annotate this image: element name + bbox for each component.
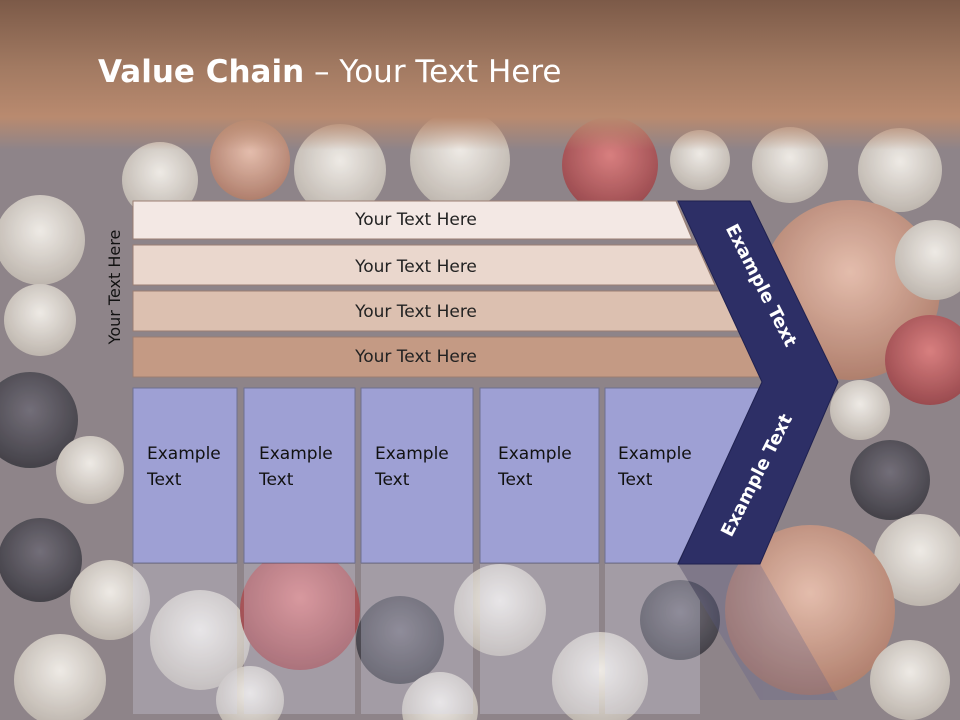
row-label-1: Your Text Here [354, 210, 477, 230]
slide-title-bold: Value Chain [98, 54, 305, 90]
column-text-2a: Example [259, 444, 333, 464]
column-text-5b: Text [617, 470, 653, 490]
column-text-3a: Example [375, 444, 449, 464]
column-text-4b: Text [497, 470, 533, 490]
column-text-1a: Example [147, 444, 221, 464]
column-box-3 [360, 387, 474, 564]
column-text-4a: Example [498, 444, 572, 464]
slide-title: Value Chain – Your Text Here [98, 54, 561, 90]
row-label-3: Your Text Here [354, 302, 477, 322]
row-bar-1 [132, 200, 693, 240]
column-box-1 [132, 387, 238, 564]
diagram-reflection [133, 564, 838, 714]
column-box-2 [243, 387, 356, 564]
column-text-5a: Example [618, 444, 692, 464]
title-bar [0, 0, 960, 150]
row-label-4: Your Text Here [354, 347, 477, 367]
column-text-3b: Text [374, 470, 410, 490]
row-label-2: Your Text Here [354, 257, 477, 277]
column-text-1b: Text [146, 470, 182, 490]
column-text-2b: Text [258, 470, 294, 490]
row-bar-2 [132, 244, 716, 286]
column-box-4 [479, 387, 600, 564]
slide-title-rest: – Your Text Here [304, 54, 562, 90]
value-chain-arrow [677, 200, 839, 565]
